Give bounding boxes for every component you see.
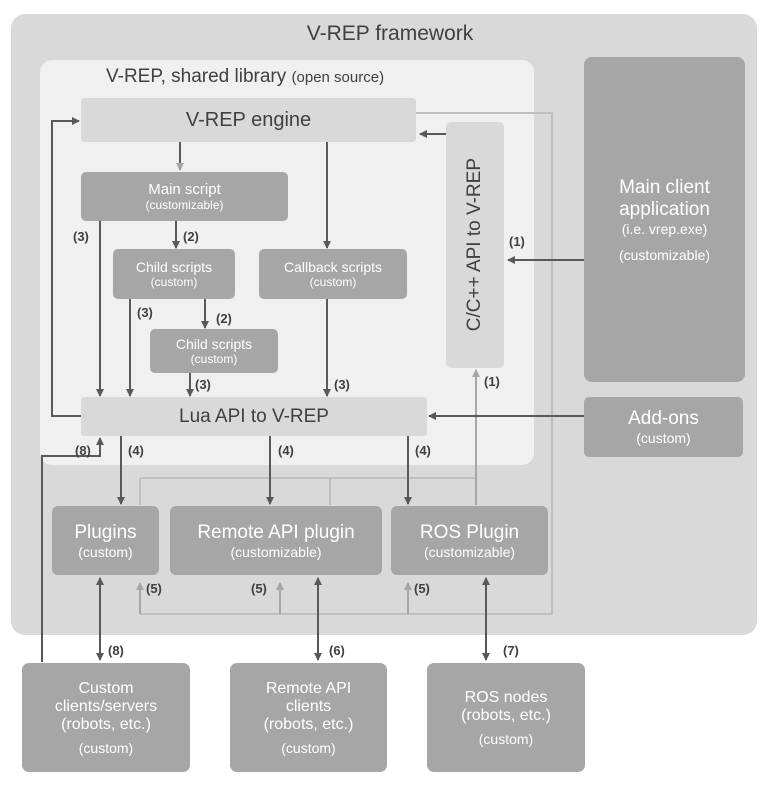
custom-clients-line2: clients/servers xyxy=(54,697,158,715)
addons-label: Add-ons xyxy=(628,408,699,429)
main-client-line2: application xyxy=(619,198,710,220)
edge-label: (2) xyxy=(183,229,199,244)
callback-scripts-sub: (custom) xyxy=(309,275,357,289)
remote-api-clients-line1: Remote API xyxy=(265,679,352,697)
edge-label: (8) xyxy=(75,443,91,458)
ros-plugin-box: ROS Plugin (customizable) xyxy=(391,506,548,575)
c-api-label: C/C++ API to V-REP xyxy=(464,158,485,332)
ros-nodes-line1: ROS nodes xyxy=(464,688,548,706)
edge-label: (1) xyxy=(509,234,525,249)
ros-plugin-sub: (customizable) xyxy=(423,543,516,560)
remote-api-clients-line4: (custom) xyxy=(281,739,336,756)
vrep-engine-label: V-REP engine xyxy=(185,108,312,131)
lua-api-box: Lua API to V-REP xyxy=(81,397,427,436)
edge-label: (7) xyxy=(503,643,519,658)
callback-scripts-box: Callback scripts (custom) xyxy=(259,249,407,299)
main-client-line1: Main client xyxy=(619,176,710,198)
remote-api-clients-line3: (robots, etc.) xyxy=(263,715,354,733)
plugins-box: Plugins (custom) xyxy=(52,506,159,575)
child-scripts-box-1: Child scripts (custom) xyxy=(113,249,235,299)
custom-clients-line1: Custom xyxy=(78,679,134,697)
addons-box: Add-ons (custom) xyxy=(584,397,743,457)
edge-label: (8) xyxy=(108,643,124,658)
shared-library-title-text: V-REP, shared library xyxy=(106,66,287,87)
plugins-label: Plugins xyxy=(74,521,137,543)
main-script-sub: (customizable) xyxy=(145,198,224,212)
edge-label: (6) xyxy=(329,643,345,658)
main-script-box: Main script (customizable) xyxy=(81,172,288,221)
child-scripts-1-sub: (custom) xyxy=(150,275,198,289)
plugins-sub: (custom) xyxy=(78,543,133,560)
main-client-line3: (i.e. vrep.exe) xyxy=(621,220,708,237)
remote-api-clients-box: Remote API clients (robots, etc.) (custo… xyxy=(230,663,387,772)
custom-clients-box: Custom clients/servers (robots, etc.) (c… xyxy=(22,663,190,772)
edge-label: (5) xyxy=(251,581,267,596)
ros-nodes-line3: (custom) xyxy=(478,730,534,747)
edge-label: (4) xyxy=(128,443,144,458)
child-scripts-2-label: Child scripts xyxy=(175,336,253,352)
remote-api-plugin-label: Remote API plugin xyxy=(197,521,355,543)
ros-nodes-line2: (robots, etc.) xyxy=(461,706,551,724)
main-client-line4: (customizable) xyxy=(618,246,711,263)
shared-library-title: V-REP, shared library (open source) xyxy=(106,66,384,88)
lua-api-label: Lua API to V-REP xyxy=(179,405,329,427)
ros-nodes-box: ROS nodes (robots, etc.) (custom) xyxy=(427,663,585,772)
ros-plugin-label: ROS Plugin xyxy=(419,521,520,543)
custom-clients-line4: (custom) xyxy=(78,739,134,756)
edge-label: (5) xyxy=(146,581,162,596)
child-scripts-box-2: Child scripts (custom) xyxy=(150,329,278,373)
edge-label: (3) xyxy=(195,377,211,392)
addons-sub: (custom) xyxy=(636,430,691,446)
c-api-box: C/C++ API to V-REP xyxy=(446,122,504,368)
edge-label: (4) xyxy=(278,443,294,458)
main-script-label: Main script xyxy=(148,181,221,198)
edge-label: (1) xyxy=(484,374,500,389)
main-client-box: Main client application (i.e. vrep.exe) … xyxy=(584,57,745,382)
callback-scripts-label: Callback scripts xyxy=(283,259,383,275)
custom-clients-line3: (robots, etc.) xyxy=(61,715,151,733)
remote-api-clients-line2: clients xyxy=(285,697,332,715)
framework-title: V-REP framework xyxy=(306,22,474,45)
edge-label: (3) xyxy=(73,229,89,244)
remote-api-plugin-sub: (customizable) xyxy=(230,543,322,560)
vrep-engine-box: V-REP engine xyxy=(81,98,416,142)
edge-label: (2) xyxy=(216,311,232,326)
child-scripts-2-sub: (custom) xyxy=(190,352,238,366)
remote-api-plugin-box: Remote API plugin (customizable) xyxy=(170,506,382,575)
child-scripts-1-label: Child scripts xyxy=(135,259,213,275)
edge-label: (3) xyxy=(334,377,350,392)
edge-label: (5) xyxy=(414,581,430,596)
edge-label: (4) xyxy=(415,443,431,458)
edge-label: (3) xyxy=(137,305,153,320)
shared-library-subtitle: (open source) xyxy=(291,69,385,86)
